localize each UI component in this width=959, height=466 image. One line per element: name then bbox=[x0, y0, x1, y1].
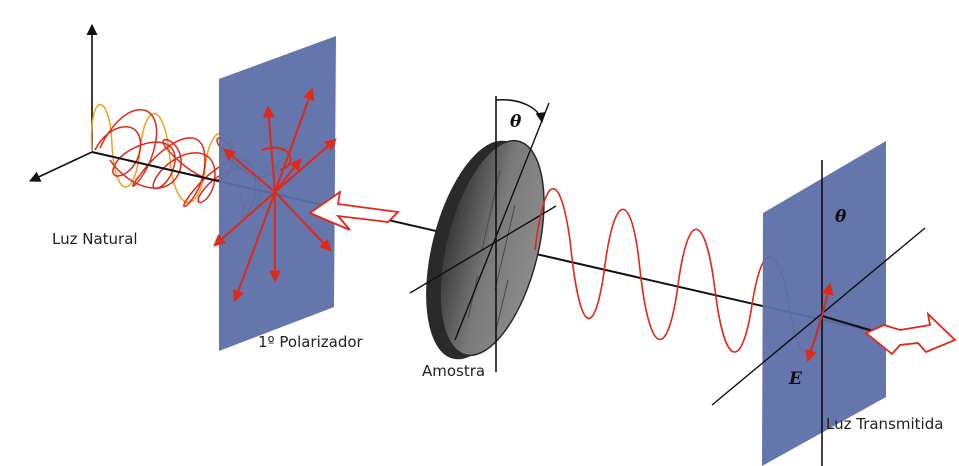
wave-red-1 bbox=[94, 126, 261, 204]
label-first-polarizer: 1º Polarizador bbox=[258, 333, 364, 351]
label-theta-sample: θ bbox=[510, 112, 522, 132]
sample-disk bbox=[426, 139, 545, 360]
analyzer-horizontal-axis bbox=[711, 227, 926, 406]
beam-arrow-2 bbox=[864, 311, 957, 356]
depth-axis bbox=[28, 151, 93, 182]
beam-arrow-1 bbox=[308, 190, 400, 231]
polarizer-vectors bbox=[213, 87, 337, 303]
sample-horizontal-axis bbox=[409, 205, 557, 294]
e-vector-up bbox=[821, 282, 834, 317]
sample-rotated-axis bbox=[454, 102, 550, 341]
label-e-vector: E bbox=[788, 369, 803, 389]
analyzer-plate bbox=[762, 141, 886, 466]
label-sample: Amostra bbox=[422, 362, 485, 380]
theta-rotation-arc bbox=[495, 99, 546, 124]
e-vector-down bbox=[805, 315, 823, 363]
label-transmitted-light: Luz Transmitida bbox=[826, 415, 943, 433]
label-natural-light: Luz Natural bbox=[52, 230, 138, 248]
origin-axes bbox=[28, 23, 98, 182]
label-theta-analyzer: θ bbox=[835, 207, 847, 227]
